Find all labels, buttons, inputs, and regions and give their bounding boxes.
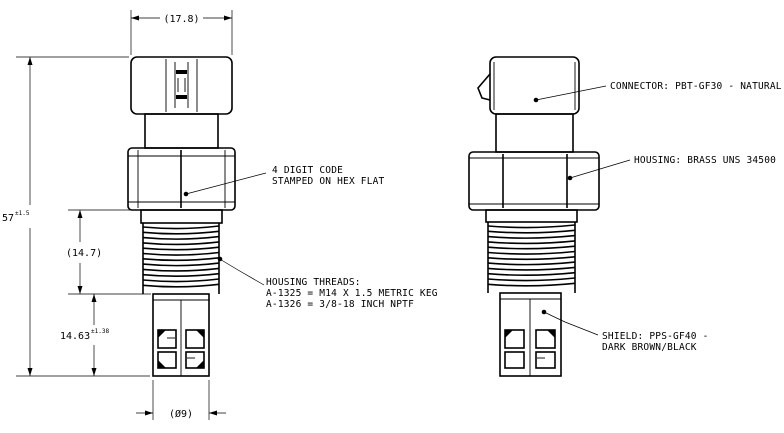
thread-crest: [142, 262, 220, 267]
overall-height-tolerance: ±1.5: [15, 210, 30, 217]
thread-crest: [487, 245, 576, 250]
right-neck: [495, 113, 574, 153]
housing-callout: HOUSING: BRASS UNS 34500: [634, 155, 776, 166]
thread-crest: [142, 278, 220, 283]
connector-callout: CONNECTOR: PBT-GF30 - NATURAL: [610, 81, 782, 92]
thread-crest: [487, 250, 576, 255]
thread-crest: [142, 246, 220, 251]
thread-crest: [487, 234, 576, 239]
right-shoulder: [485, 209, 578, 223]
thread-crest: [487, 271, 576, 277]
shield-callout-line2: DARK BROWN/BLACK: [602, 342, 697, 353]
thread-crest: [487, 256, 576, 261]
threads-callout-line1: HOUSING THREADS:: [266, 277, 361, 288]
thread-crest: [142, 283, 220, 288]
thread-crest: [487, 229, 576, 234]
left-shoulder: [140, 209, 223, 224]
thread-crest: [487, 261, 576, 266]
thread-crest: [487, 224, 576, 229]
top-width-dimension: (17.8): [163, 14, 199, 25]
thread-crest: [142, 267, 220, 272]
thread-crest: [142, 251, 220, 256]
left-connector: [130, 56, 233, 115]
left-neck: [144, 113, 219, 149]
thread-crest: [142, 272, 220, 278]
thread-length-dimension: (14.7): [66, 248, 102, 259]
thread-crest: [142, 225, 220, 230]
overall-height-dimension: 57: [2, 213, 14, 224]
thread-crest: [487, 277, 576, 282]
left-shield: [152, 293, 210, 377]
right-connector: [477, 56, 580, 115]
thread-crest: [142, 257, 220, 262]
callout-leaders: [183, 85, 631, 336]
shield-callout-line1: SHIELD: PPS-GF40 -: [602, 331, 709, 342]
thread-crest: [142, 230, 220, 235]
right-view: [468, 56, 600, 377]
left-threads: [142, 223, 220, 294]
right-hex-body: [468, 151, 600, 211]
bottom-diameter-dimension: (Ø9): [169, 408, 193, 420]
right-threads: [487, 222, 576, 293]
dimension-lines: [16, 10, 233, 420]
thread-crest: [142, 235, 220, 240]
shield-length-tolerance: ±1.38: [91, 328, 109, 335]
thread-crest: [487, 240, 576, 245]
shield-length-dimension: 14.63: [60, 331, 90, 342]
right-shield: [499, 292, 562, 377]
hex-code-callout-line2: STAMPED ON HEX FLAT: [272, 176, 385, 187]
left-view: [127, 56, 236, 377]
thread-crest: [142, 241, 220, 246]
threads-callout-line2: A-1325 = M14 X 1.5 METRIC KEG: [266, 288, 438, 299]
hex-code-callout-line1: 4 DIGIT CODE: [272, 165, 343, 176]
threads-callout-line3: A-1326 = 3/8-18 INCH NPTF: [266, 299, 414, 310]
thread-crest: [487, 266, 576, 271]
left-hex-body: [127, 147, 236, 211]
thread-crest: [487, 282, 576, 287]
